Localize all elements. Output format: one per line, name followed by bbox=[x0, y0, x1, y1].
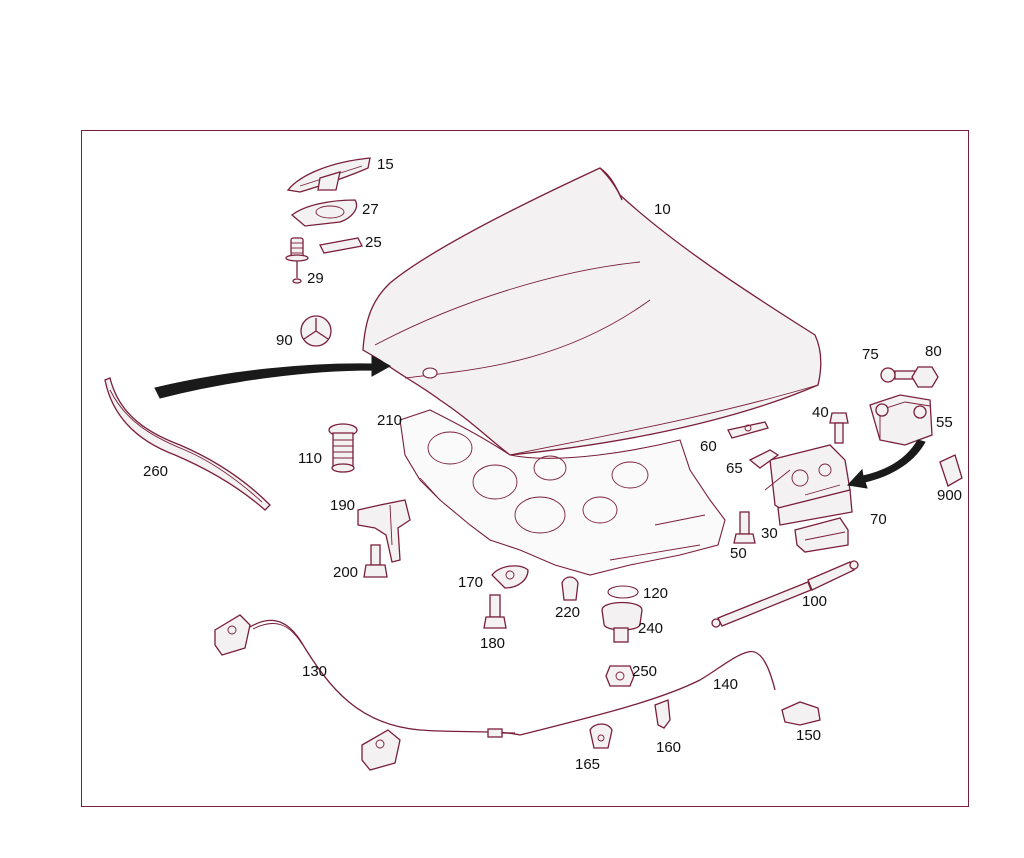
label-180: 180 bbox=[480, 635, 505, 652]
label-220: 220 bbox=[555, 604, 580, 621]
part-15 bbox=[286, 157, 371, 193]
part-900 bbox=[939, 454, 963, 487]
label-70: 70 bbox=[870, 511, 887, 528]
label-165: 165 bbox=[575, 756, 600, 773]
label-30: 30 bbox=[761, 525, 778, 542]
cable-130 bbox=[249, 619, 521, 736]
part-220 bbox=[561, 576, 579, 601]
part-120 bbox=[607, 585, 639, 599]
part-90 bbox=[300, 315, 332, 347]
part-29 bbox=[285, 237, 309, 284]
part-160 bbox=[654, 699, 671, 729]
part-40 bbox=[829, 412, 849, 444]
insulation-mat-part bbox=[399, 409, 726, 576]
gas-strut-part bbox=[711, 560, 859, 628]
arrow-to-latch bbox=[846, 439, 926, 489]
label-260: 260 bbox=[143, 463, 168, 480]
part-150 bbox=[781, 701, 821, 726]
part-70 bbox=[794, 517, 849, 553]
label-150: 150 bbox=[796, 727, 821, 744]
arrow-to-hood bbox=[154, 355, 392, 399]
cable-140 bbox=[487, 651, 776, 738]
label-55: 55 bbox=[936, 414, 953, 431]
part-180 bbox=[483, 594, 507, 629]
label-120: 120 bbox=[643, 585, 668, 602]
label-110: 110 bbox=[298, 450, 322, 467]
part-190 bbox=[357, 499, 411, 563]
release-handle-lower bbox=[361, 729, 401, 771]
label-210: 210 bbox=[377, 412, 402, 429]
release-handle-upper bbox=[214, 614, 251, 656]
label-40: 40 bbox=[812, 404, 829, 421]
label-160: 160 bbox=[656, 739, 681, 756]
part-65 bbox=[748, 449, 780, 469]
label-130: 130 bbox=[302, 663, 327, 680]
part-200 bbox=[363, 544, 388, 578]
label-65: 65 bbox=[726, 460, 743, 477]
label-75: 75 bbox=[862, 346, 879, 363]
label-80: 80 bbox=[925, 343, 942, 360]
label-10: 10 bbox=[654, 201, 671, 218]
label-29: 29 bbox=[307, 270, 324, 287]
part-25 bbox=[319, 237, 363, 254]
part-75 bbox=[880, 367, 916, 383]
label-25: 25 bbox=[365, 234, 382, 251]
label-900: 900 bbox=[937, 487, 962, 504]
part-170 bbox=[491, 565, 529, 589]
label-15: 15 bbox=[377, 156, 394, 173]
part-60 bbox=[727, 421, 769, 439]
part-110 bbox=[328, 423, 358, 473]
hood-part bbox=[362, 167, 822, 456]
label-27: 27 bbox=[362, 201, 379, 218]
part-50 bbox=[733, 511, 756, 544]
part-labels: 10 15 27 25 29 90 210 110 260 190 200 17… bbox=[143, 156, 962, 773]
latch-part-30 bbox=[764, 444, 853, 526]
part-27 bbox=[290, 199, 358, 227]
label-60: 60 bbox=[700, 438, 717, 455]
label-140: 140 bbox=[713, 676, 738, 693]
label-100: 100 bbox=[802, 593, 827, 610]
label-170: 170 bbox=[458, 574, 483, 591]
part-240 bbox=[601, 601, 643, 643]
part-80 bbox=[911, 366, 939, 388]
label-190: 190 bbox=[330, 497, 355, 514]
part-250 bbox=[605, 665, 635, 687]
label-200: 200 bbox=[333, 564, 358, 581]
label-240: 240 bbox=[638, 620, 663, 637]
diagram-frame bbox=[81, 130, 969, 807]
label-50: 50 bbox=[730, 545, 747, 562]
label-250: 250 bbox=[632, 663, 657, 680]
part-55 bbox=[869, 394, 933, 446]
label-90: 90 bbox=[276, 332, 293, 349]
seal-strip-part bbox=[104, 377, 271, 511]
part-165 bbox=[589, 723, 613, 749]
